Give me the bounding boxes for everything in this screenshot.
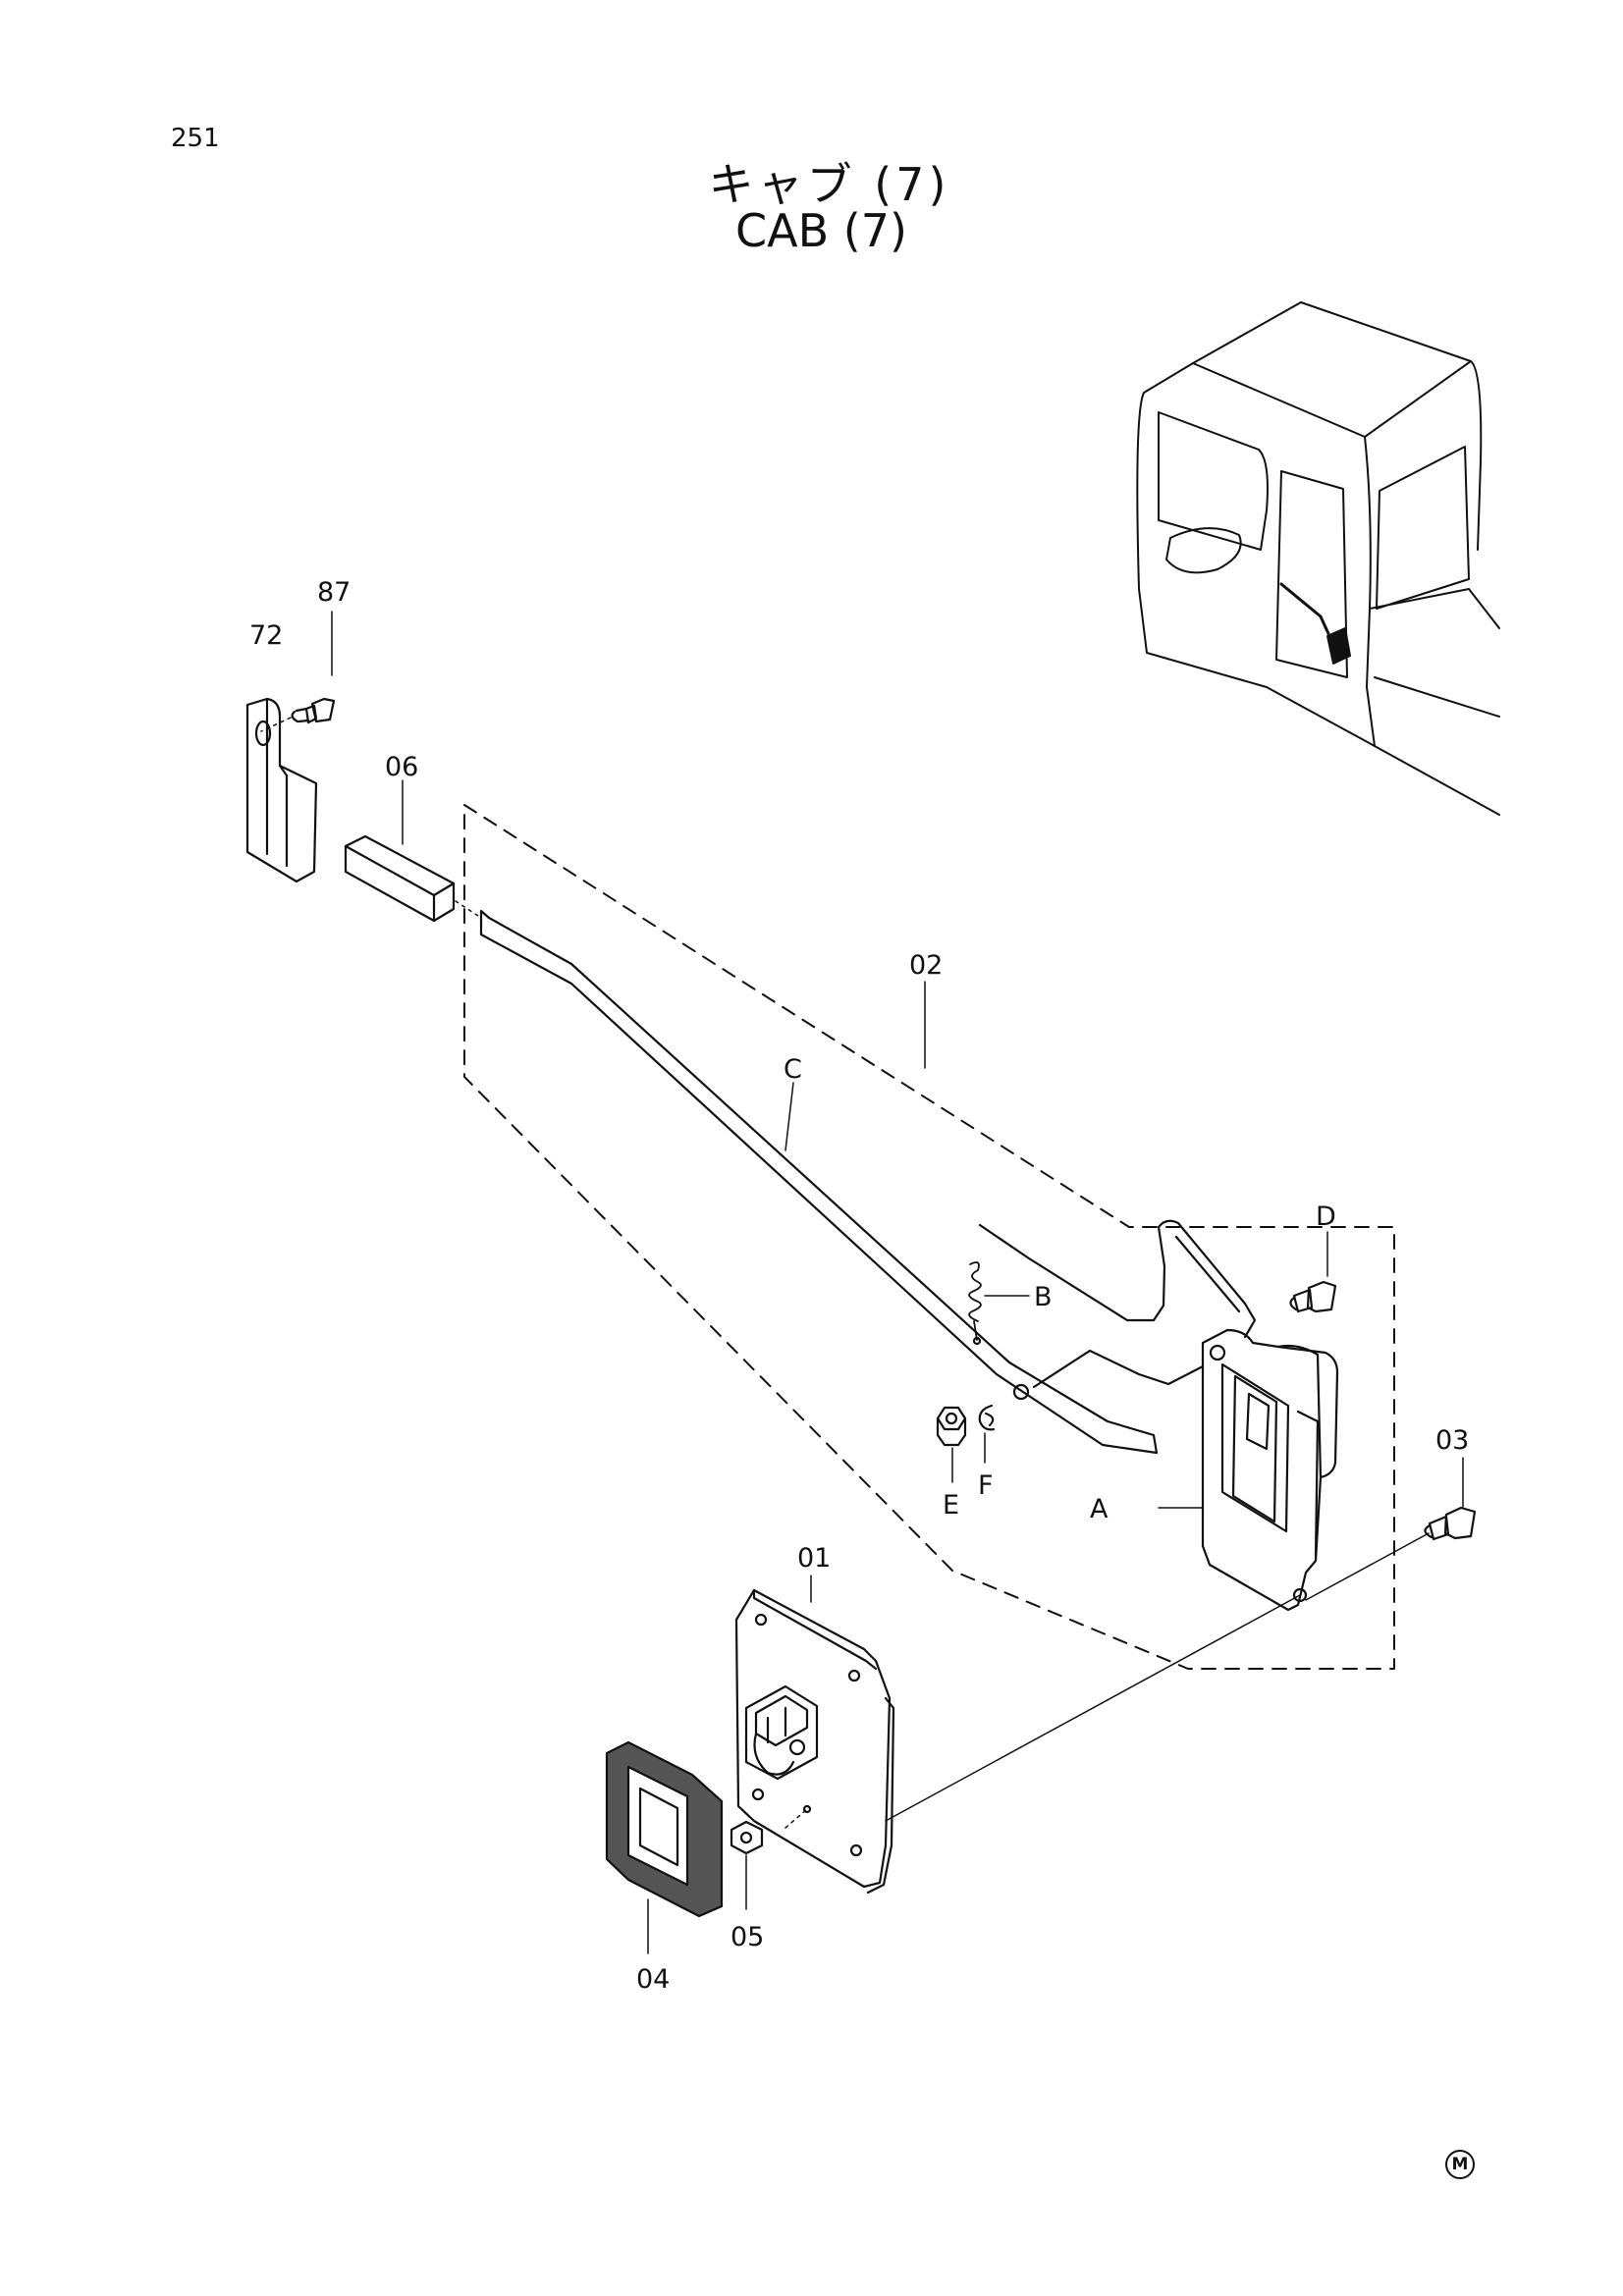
part-03-bolt <box>1424 1457 1477 1541</box>
callout-72: 72 <box>249 620 283 651</box>
callout-b: B <box>1034 1282 1053 1312</box>
callout-05: 05 <box>730 1922 764 1952</box>
callout-c: C <box>784 1054 802 1085</box>
part-72-bracket <box>245 697 318 883</box>
callout-03: 03 <box>1435 1425 1469 1456</box>
callout-01: 01 <box>797 1543 831 1574</box>
callout-06: 06 <box>385 752 418 782</box>
page-number: 251 <box>171 124 220 153</box>
page-title-japanese: キャブ (7) <box>708 158 950 211</box>
part-05-nut <box>730 1820 764 1910</box>
part-87-bolt <box>260 611 336 732</box>
callout-04: 04 <box>636 1964 670 1995</box>
part-01-plate <box>734 1575 895 1895</box>
corner-mark: M <box>1445 2150 1475 2179</box>
part-c-lever-rod <box>479 909 1159 1455</box>
part-b-spring <box>968 1261 1030 1341</box>
page-title-english: CAB (7) <box>735 204 907 257</box>
part-d-bolt <box>1289 1231 1337 1313</box>
assembly-02-boundary <box>463 804 1395 1670</box>
callout-02: 02 <box>909 950 943 981</box>
callout-e: E <box>943 1490 959 1521</box>
part-f-washer <box>978 1404 996 1464</box>
callout-f: F <box>978 1470 994 1501</box>
cab-inset-illustration <box>1136 301 1500 816</box>
part-04-gasket <box>605 1740 724 1954</box>
part-e-nut <box>936 1406 967 1483</box>
part-a-latch-housing <box>885 1219 1430 1822</box>
callout-87: 87 <box>317 577 351 608</box>
callout-a: A <box>1090 1494 1109 1524</box>
part-06-sleeve <box>344 779 482 923</box>
callout-d: D <box>1316 1201 1336 1232</box>
